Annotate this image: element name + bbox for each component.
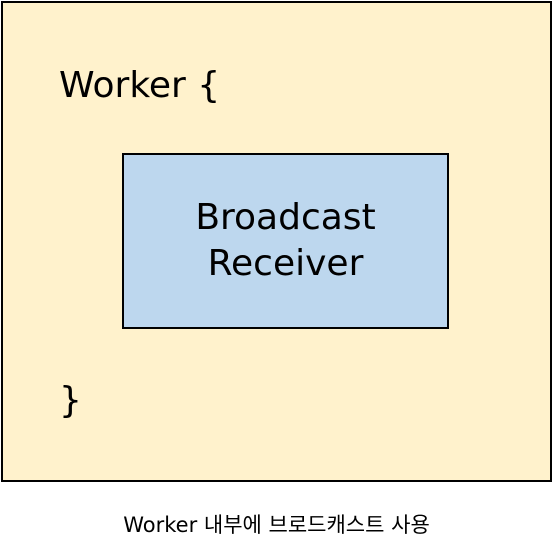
broadcast-receiver-line2: Receiver <box>207 243 364 284</box>
broadcast-receiver-label: Broadcast Receiver <box>195 195 375 287</box>
worker-container-box: Worker { Broadcast Receiver } <box>1 1 552 482</box>
worker-close-label: } <box>59 380 82 421</box>
broadcast-receiver-line1: Broadcast <box>195 197 376 238</box>
broadcast-receiver-box: Broadcast Receiver <box>122 153 449 329</box>
diagram-caption: Worker 내부에 브로드캐스트 사용 <box>123 513 430 537</box>
worker-open-label: Worker { <box>59 65 221 106</box>
